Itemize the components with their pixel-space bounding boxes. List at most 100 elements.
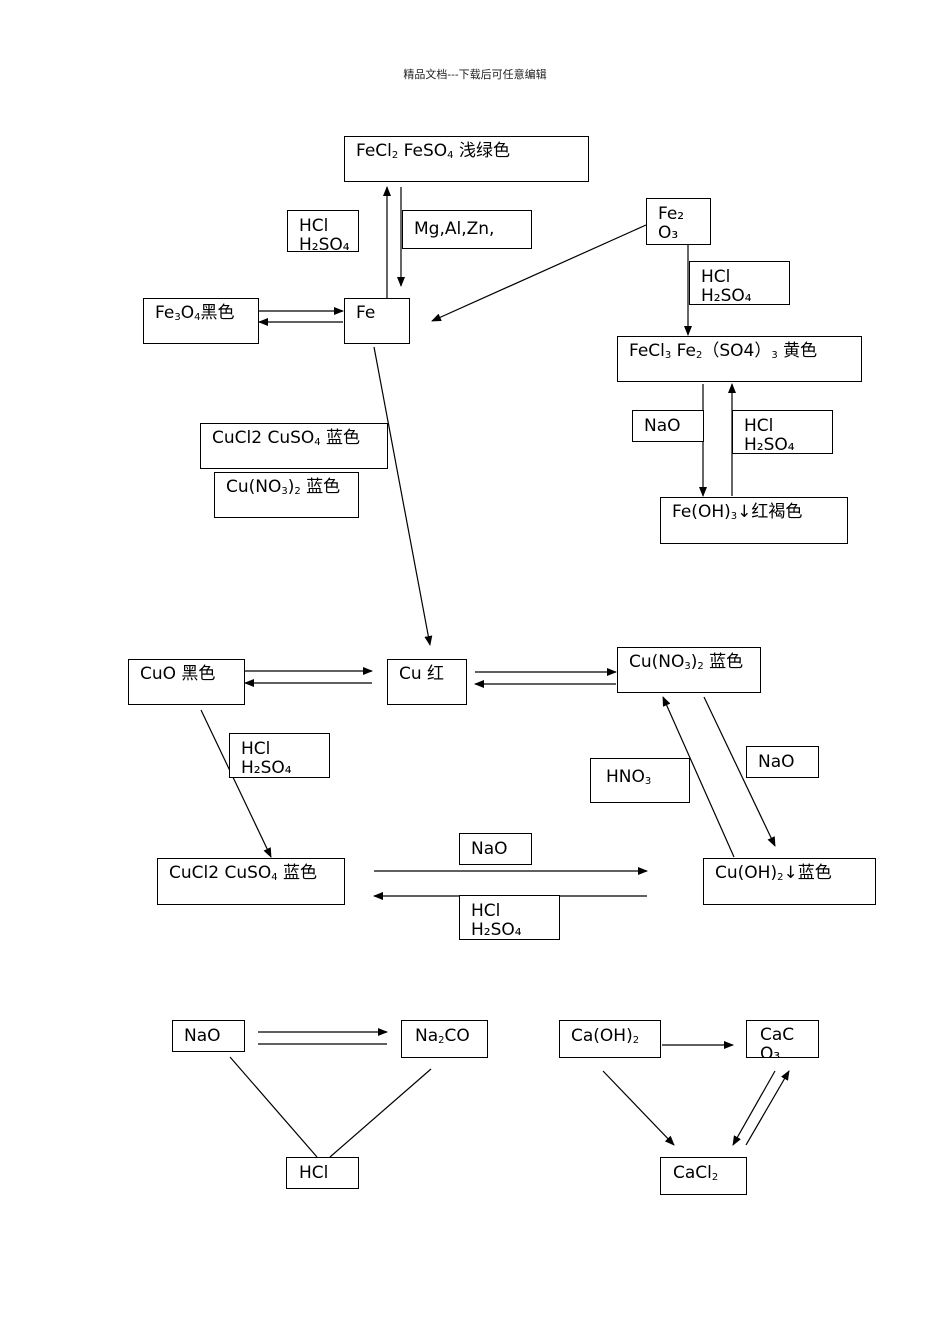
arrow-fe-to-cu [373, 346, 433, 646]
arrow-cuno3-to-cuoh2 [703, 696, 776, 847]
box-nao-3: NaO [459, 833, 532, 865]
line-nao-hcl [229, 1056, 318, 1158]
box-fecl2-feso4: FeCl2 FeSO4 浅绿色 [344, 136, 589, 182]
label: Fe(OH) [672, 502, 731, 522]
label: FeCl [356, 141, 392, 161]
box-nao-4: NaO [172, 1020, 245, 1052]
label: NaO [644, 416, 681, 436]
label: H₂SO₄ [241, 758, 292, 778]
arrow-cuo-to-cucl2 [200, 709, 272, 858]
arrow-cacl2-to-cac [745, 1070, 790, 1146]
label: HCl [299, 216, 329, 236]
label: 蓝色 [703, 652, 744, 672]
box-cacl2: CaCl2 [660, 1157, 747, 1195]
label: ↓蓝色 [783, 863, 832, 883]
box-na2co: Na2CO [401, 1020, 488, 1058]
label: H₂SO₄ [471, 920, 522, 940]
label: ) [287, 477, 295, 497]
label: （SO4） [702, 341, 772, 361]
label: Ca(OH) [571, 1026, 633, 1046]
box-caoh2: Ca(OH)2 [559, 1020, 661, 1058]
label: Cu(OH) [715, 863, 778, 883]
label: CaCl [673, 1163, 712, 1183]
label: HCl [299, 1163, 329, 1183]
subscript: 2 [711, 1172, 719, 1183]
label: Fe [671, 341, 696, 361]
label: CaC [760, 1025, 795, 1045]
box-fe: Fe [344, 298, 410, 344]
label: O₃ [760, 1044, 781, 1058]
subscript: 3 [174, 312, 181, 323]
label: HCl [701, 267, 731, 287]
label: CuO 黑色 [140, 664, 216, 684]
label: O [180, 303, 195, 323]
subscript: 4 [447, 150, 454, 161]
subscript: 4 [314, 437, 321, 448]
subscript: 3 [644, 776, 652, 787]
box-cuno3-top: Cu(NO3)2 蓝色 [214, 472, 359, 518]
label: CuCl2 CuSO [169, 863, 272, 883]
label: 黄色 [777, 341, 818, 361]
label: 蓝色 [320, 428, 361, 448]
label: CuCl2 CuSO [212, 428, 315, 448]
subscript: 4 [194, 312, 201, 323]
box-cuno3: Cu(NO3)2 蓝色 [617, 647, 761, 693]
arrow-cuoh2-to-cuno3 [662, 696, 735, 858]
label: Fe₂ [658, 204, 685, 224]
label: Cu 红 [399, 664, 445, 684]
label: FeCl [629, 341, 665, 361]
label: HCl [471, 901, 501, 921]
label: ) [690, 652, 698, 672]
label: Cu(NO [629, 652, 685, 672]
label: 蓝色 [277, 863, 318, 883]
box-hno3: HNO3 [590, 758, 690, 803]
line-na2co-hcl [329, 1068, 432, 1158]
label: Mg,Al,Zn, [414, 219, 495, 239]
label: HCl [744, 416, 774, 436]
box-hcl: HCl [286, 1157, 359, 1189]
subscript: 3 [664, 350, 672, 361]
label: HCl [241, 739, 271, 759]
arrow-caoh2-to-cacl2 [602, 1070, 675, 1146]
subscript: 2 [391, 150, 399, 161]
box-nao-1: NaO [632, 410, 704, 442]
arrow-fe2o3-to-fe [431, 224, 647, 322]
subscript: 4 [271, 872, 278, 883]
box-cucl2-bottom: CuCl2 CuSO4 蓝色 [157, 858, 345, 905]
label: 蓝色 [300, 477, 341, 497]
label: 黑色 [200, 303, 235, 323]
label: NaO [758, 752, 795, 772]
box-cuoh2: Cu(OH)2↓蓝色 [703, 858, 876, 905]
label: NaO [184, 1026, 221, 1046]
label: O₃ [658, 223, 679, 243]
label: 浅绿色 [453, 141, 510, 161]
subscript: 3 [281, 486, 288, 497]
label: H₂SO₄ [701, 286, 752, 305]
subscript: 3 [684, 661, 691, 672]
arrow-cac-to-cacl2 [732, 1070, 776, 1146]
box-cu: Cu 红 [387, 659, 467, 705]
subscript: 3 [771, 350, 778, 361]
label: CO [444, 1026, 470, 1046]
box-fe3o4: Fe3O4黑色 [143, 298, 259, 344]
page-header: 精品文档---下载后可任意编辑 [403, 68, 547, 81]
box-metals: Mg,Al,Zn, [402, 210, 532, 249]
label: ↓红褐色 [737, 502, 803, 522]
label: Na [415, 1026, 439, 1046]
box-feoh3: Fe(OH)3↓红褐色 [660, 497, 848, 544]
box-nao-2: NaO [746, 746, 819, 778]
subscript: 2 [777, 872, 784, 883]
label: H₂SO₄ [299, 235, 350, 252]
subscript: 2 [438, 1035, 445, 1046]
subscript: 3 [730, 511, 738, 522]
label: NaO [471, 839, 508, 859]
